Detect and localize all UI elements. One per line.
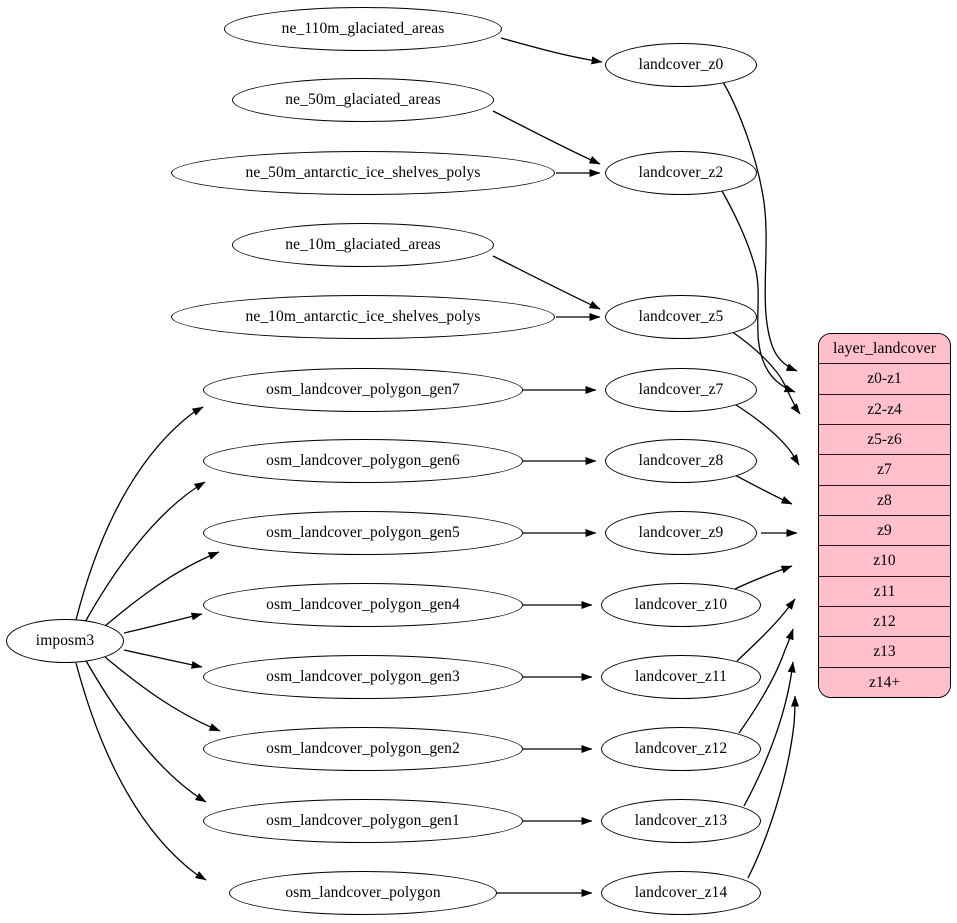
edge-ne110m-z0 (500, 37, 603, 65)
node-ne-10m-glaciated-areas[interactable]: ne_10m_glaciated_areas (232, 223, 494, 267)
node-label: landcover_z2 (638, 163, 724, 181)
node-imposm3[interactable]: imposm3 (6, 619, 124, 663)
table-row[interactable]: z0-z1 (819, 364, 950, 395)
node-osm-landcover-polygon-gen7[interactable]: osm_landcover_polygon_gen7 (203, 368, 523, 412)
edge-imposm3-gen1 (84, 658, 207, 803)
node-ne-10m-antarctic-ice-shelves-polys[interactable]: ne_10m_antarctic_ice_shelves_polys (171, 295, 555, 339)
table-row[interactable]: z9 (819, 515, 950, 547)
node-landcover-z11[interactable]: landcover_z11 (601, 655, 761, 699)
node-label: osm_landcover_polygon_gen1 (266, 811, 460, 829)
table-row[interactable]: z2-z4 (819, 394, 950, 425)
edge-ne50mglac-z2 (492, 110, 601, 165)
node-landcover-z2[interactable]: landcover_z2 (605, 151, 757, 195)
edge-imposm3-polygon (75, 662, 207, 881)
node-landcover-z8[interactable]: landcover_z8 (605, 439, 757, 483)
node-osm-landcover-polygon-gen1[interactable]: osm_landcover_polygon_gen1 (203, 799, 523, 843)
node-osm-landcover-polygon-gen4[interactable]: osm_landcover_polygon_gen4 (203, 583, 523, 627)
edge-imposm3-gen4 (123, 612, 203, 634)
edge-z8-row4 (732, 473, 793, 505)
table-row[interactable]: z11 (819, 576, 950, 607)
node-label: osm_landcover_polygon_gen6 (266, 451, 460, 469)
table-row[interactable]: z10 (819, 546, 950, 577)
node-label: ne_50m_glaciated_areas (285, 90, 441, 108)
node-osm-landcover-polygon-gen5[interactable]: osm_landcover_polygon_gen5 (203, 511, 523, 555)
node-landcover-z5[interactable]: landcover_z5 (605, 295, 757, 339)
edge-imposm3-gen5 (104, 551, 220, 627)
node-ne-50m-antarctic-ice-shelves-polys[interactable]: ne_50m_antarctic_ice_shelves_polys (171, 151, 555, 195)
table-row[interactable]: z13 (819, 637, 950, 668)
node-label: ne_50m_antarctic_ice_shelves_polys (245, 163, 481, 181)
edge-imposm3-gen2 (104, 656, 221, 732)
node-label: osm_landcover_polygon_gen4 (266, 595, 460, 613)
node-label: landcover_z8 (638, 451, 724, 469)
edge-imposm3-gen7 (75, 406, 204, 621)
node-landcover-z0[interactable]: landcover_z0 (605, 43, 757, 87)
node-label: landcover_z14 (634, 883, 728, 901)
edge-ne10mglac-z5 (492, 255, 601, 310)
node-label: landcover_z0 (638, 55, 724, 73)
node-label: osm_landcover_polygon_gen7 (266, 380, 460, 398)
node-label: ne_10m_glaciated_areas (285, 235, 441, 253)
edge-imposm3-gen6 (83, 481, 206, 625)
node-landcover-z14[interactable]: landcover_z14 (601, 871, 761, 915)
node-label: ne_10m_antarctic_ice_shelves_polys (245, 307, 481, 325)
node-label: osm_landcover_polygon_gen2 (266, 739, 460, 757)
table-row[interactable]: z12 (819, 606, 950, 638)
node-label: ne_110m_glaciated_areas (281, 19, 445, 37)
node-landcover-z10[interactable]: landcover_z10 (601, 583, 761, 627)
edge-imposm3-gen3 (123, 649, 203, 669)
node-landcover-z13[interactable]: landcover_z13 (601, 799, 761, 843)
layer-landcover-table: layer_landcover z0-z1 z2-z4 z5-z6 z7 z8 … (818, 333, 951, 698)
node-landcover-z12[interactable]: landcover_z12 (601, 727, 761, 771)
node-osm-landcover-polygon-gen2[interactable]: osm_landcover_polygon_gen2 (203, 727, 523, 771)
node-label: landcover_z12 (634, 739, 728, 757)
node-label: osm_landcover_polygon_gen3 (266, 667, 460, 685)
node-osm-landcover-polygon-gen6[interactable]: osm_landcover_polygon_gen6 (203, 439, 523, 483)
node-ne-50m-glaciated-areas[interactable]: ne_50m_glaciated_areas (232, 78, 494, 122)
table-row[interactable]: z5-z6 (819, 424, 950, 456)
node-label: osm_landcover_polygon (285, 883, 441, 901)
node-label: landcover_z9 (638, 523, 724, 541)
node-osm-landcover-polygon-gen3[interactable]: osm_landcover_polygon_gen3 (203, 655, 523, 699)
node-osm-landcover-polygon[interactable]: osm_landcover_polygon (229, 871, 497, 915)
table-header-row: layer_landcover (819, 334, 950, 365)
node-label: landcover_z11 (635, 667, 727, 685)
node-landcover-z7[interactable]: landcover_z7 (605, 368, 757, 412)
table-row[interactable]: z8 (819, 485, 950, 516)
table-row[interactable]: z14+ (819, 667, 950, 697)
table-row[interactable]: z7 (819, 455, 950, 486)
node-label: osm_landcover_polygon_gen5 (266, 523, 460, 541)
edge-z2-row1 (721, 190, 796, 393)
node-ne-110m-glaciated-areas[interactable]: ne_110m_glaciated_areas (224, 7, 502, 51)
node-landcover-z9[interactable]: landcover_z9 (605, 511, 757, 555)
node-label: landcover_z13 (634, 811, 728, 829)
node-label: landcover_z5 (638, 307, 724, 325)
edge-z10-row6 (734, 565, 793, 590)
edge-z14-row10 (747, 695, 799, 879)
node-label: landcover_z10 (634, 595, 728, 613)
node-label: imposm3 (35, 631, 95, 649)
node-label: landcover_z7 (638, 380, 724, 398)
